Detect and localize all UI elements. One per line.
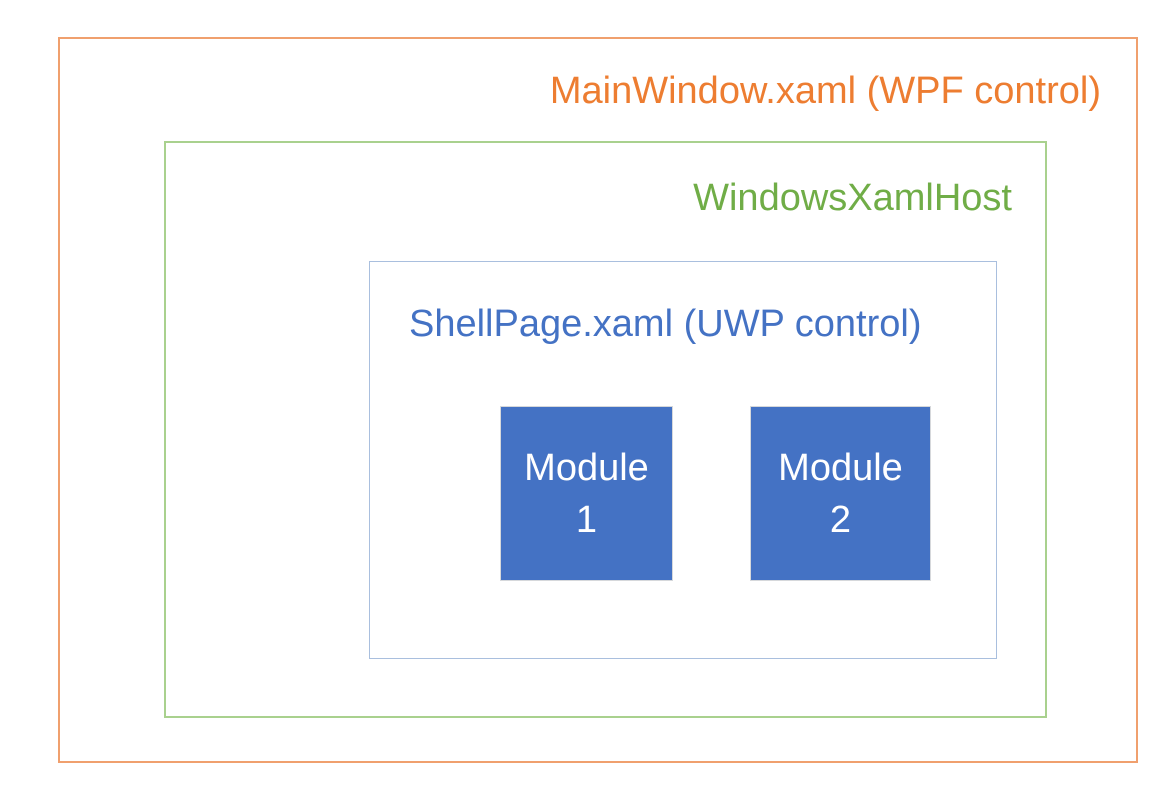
shellpage-uwp-box: ShellPage.xaml (UWP control) Module 1 Mo… xyxy=(369,261,997,659)
module-1-box: Module 1 xyxy=(500,406,673,581)
windows-xaml-host-label: WindowsXamlHost xyxy=(693,177,1012,219)
module-2-label-line2: 2 xyxy=(829,498,852,541)
module-2-box: Module 2 xyxy=(750,406,931,581)
mainwindow-label: MainWindow.xaml (WPF control) xyxy=(549,70,1101,112)
shellpage-label: ShellPage.xaml (UWP control) xyxy=(409,303,922,345)
mainwindow-wpf-box: MainWindow.xaml (WPF control) WindowsXam… xyxy=(58,37,1138,763)
module-1-label-line1: Module xyxy=(524,446,649,489)
windows-xaml-host-box: WindowsXamlHost ShellPage.xaml (UWP cont… xyxy=(164,141,1047,718)
module-2-label-line1: Module xyxy=(778,446,903,489)
module-1-label-line2: 1 xyxy=(575,498,598,541)
